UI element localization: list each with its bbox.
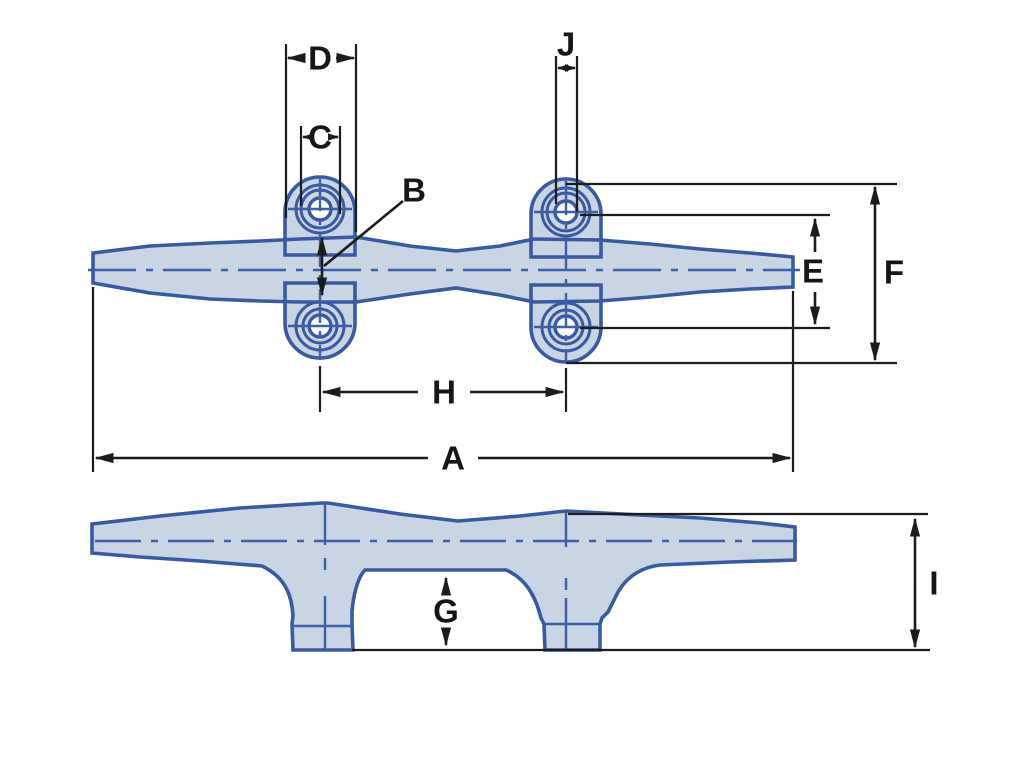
dimension-d: D (284, 40, 358, 232)
dimension-g: G (433, 576, 459, 647)
dim-label-i: I (929, 565, 938, 602)
dim-label-j: J (557, 26, 575, 63)
side-view-body (90, 501, 797, 652)
dimension-f: F (566, 182, 904, 365)
top-view-body (93, 237, 793, 302)
dimension-j: J (554, 26, 579, 212)
dim-label-h: H (432, 374, 456, 411)
dim-label-f: F (884, 254, 904, 291)
dimensions: D C J B (91, 26, 939, 652)
dimension-a: A (91, 287, 795, 477)
dim-label-d: D (308, 40, 332, 77)
dim-label-b: B (402, 172, 426, 209)
dimension-b: B (316, 172, 426, 297)
dimension-e: E (580, 213, 830, 330)
top-view (88, 175, 800, 364)
top-view-body-outline (91, 235, 795, 304)
dimension-c: C (299, 119, 342, 214)
dimension-h: H (318, 366, 568, 412)
side-view (90, 501, 797, 652)
dim-label-a: A (441, 440, 465, 477)
dimension-i: I (352, 512, 939, 652)
dim-label-c: C (308, 119, 332, 156)
dim-label-g: G (433, 593, 459, 630)
dim-label-e: E (802, 253, 824, 290)
